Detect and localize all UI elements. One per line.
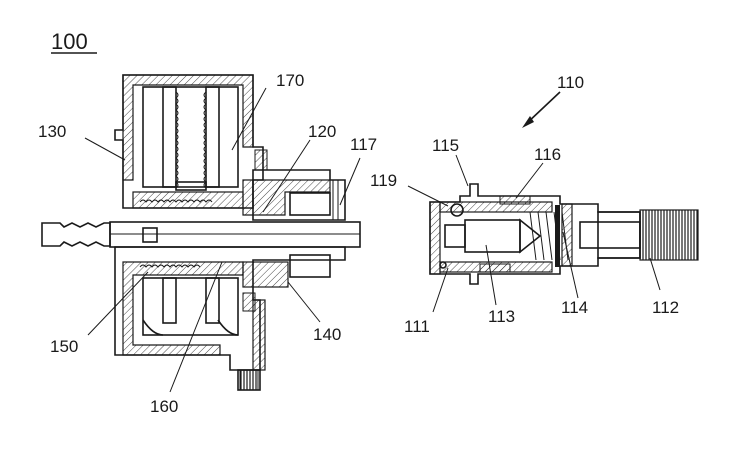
label-110: 110 <box>557 73 584 92</box>
right-assembly <box>429 91 699 285</box>
label-112: 112 <box>652 298 679 317</box>
figure-number: 100 <box>51 29 88 54</box>
label-130: 130 <box>38 122 66 141</box>
label-114: 114 <box>561 298 588 317</box>
label-116: 116 <box>534 145 561 164</box>
label-119: 119 <box>370 171 397 190</box>
label-150: 150 <box>50 337 78 356</box>
label-120: 120 <box>308 122 336 141</box>
spring-170 <box>175 91 207 189</box>
label-160: 160 <box>150 397 178 416</box>
leader-lines <box>84 87 661 393</box>
label-111: 111 <box>404 317 430 336</box>
label-117: 117 <box>350 135 377 154</box>
left-assembly <box>41 74 361 391</box>
label-115: 115 <box>432 136 459 155</box>
label-140: 140 <box>313 325 341 344</box>
label-113: 113 <box>488 307 515 326</box>
label-170: 170 <box>276 71 304 90</box>
spring-114 <box>529 211 569 261</box>
upper-housing-hatch <box>122 74 254 181</box>
